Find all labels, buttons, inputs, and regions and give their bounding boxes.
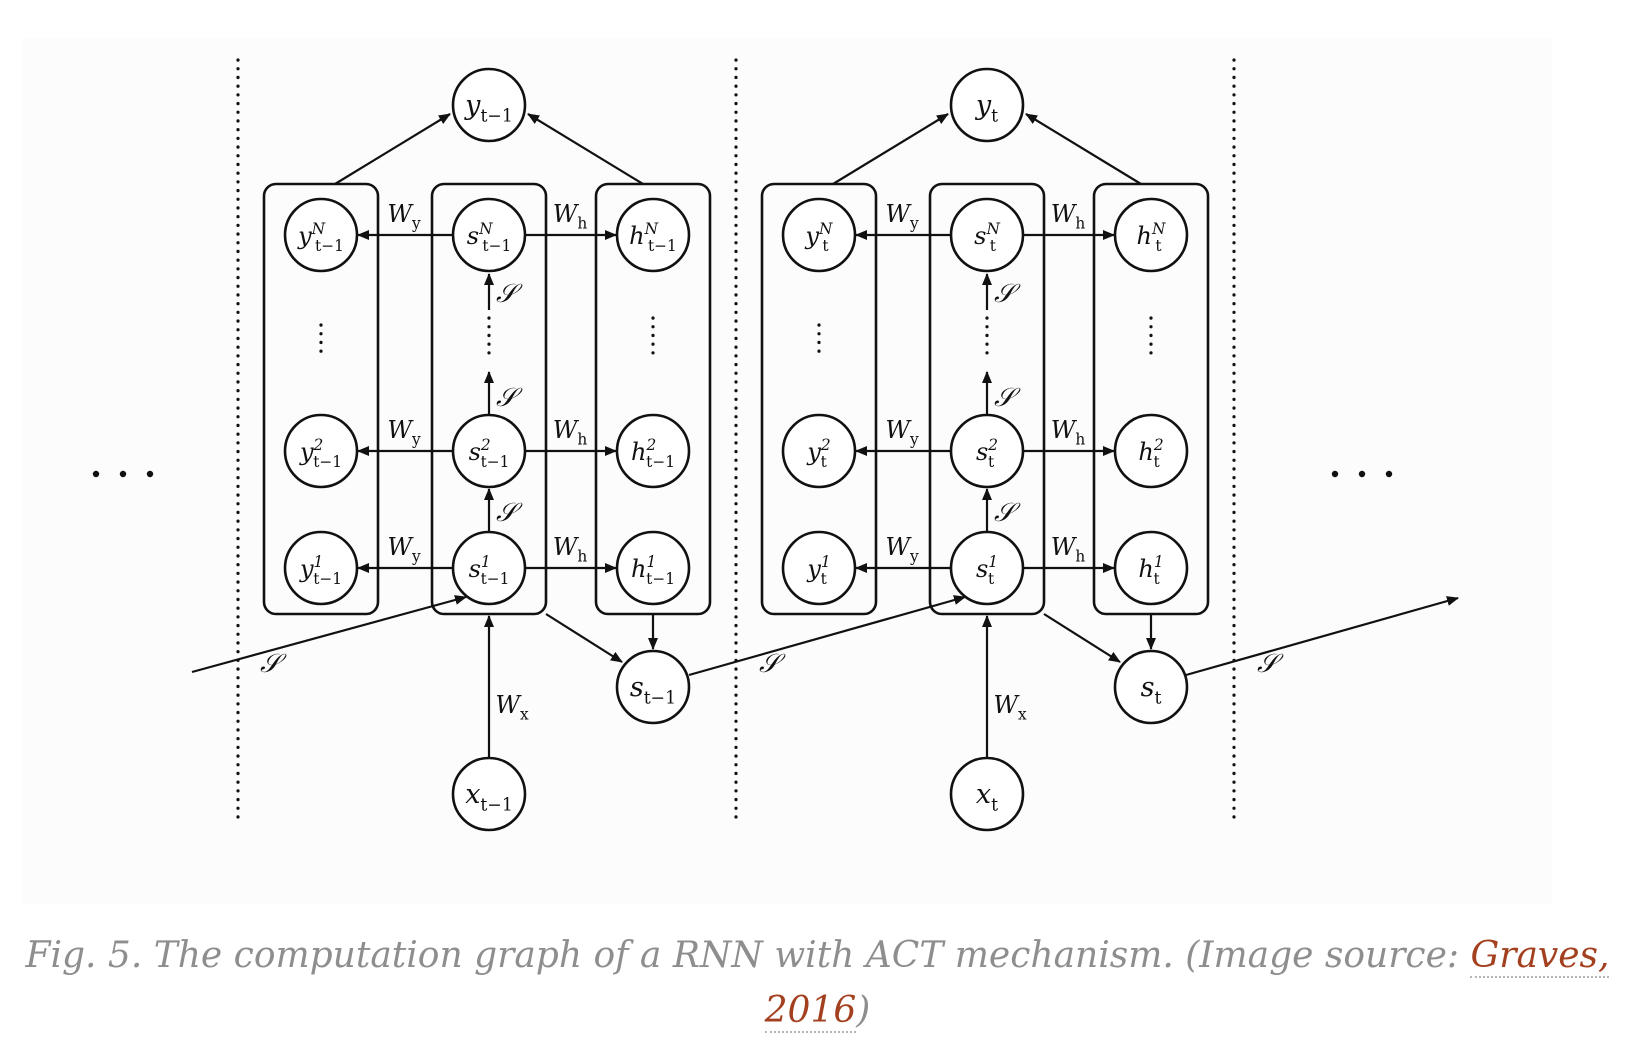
right-ellipsis-dot [1358, 470, 1366, 478]
step-1-h-node-2 [615, 413, 691, 489]
step-1-state-node [615, 649, 691, 725]
right-ellipsis-dot [1385, 470, 1393, 478]
step-1-edge-sbox-to-state [545, 613, 623, 663]
incoming-state-label: 𝒮 [260, 649, 287, 679]
step-2-s2-upward-transition-label: 𝒮 [994, 383, 1021, 413]
step-2-s-node-2 [949, 413, 1025, 489]
step-1-wy-label-3: Wy [387, 533, 421, 566]
step-1-s2-upward-transition-label: 𝒮 [496, 383, 523, 413]
step-2-wx-label: Wx [993, 691, 1027, 724]
step-2-output-node [949, 67, 1025, 143]
step-2-s-node-3 [949, 530, 1025, 606]
step-2-state-node-label: st [1141, 672, 1162, 709]
step-1-edge-ybox-to-output [334, 113, 451, 185]
step-1-h-column-box [594, 182, 712, 616]
edge-state-t-minus-1-to-next [688, 595, 966, 677]
step-1-s-column-box [430, 182, 548, 616]
step-2-wh-label-3: Wh [1051, 533, 1086, 566]
step-2-s-node-1 [949, 197, 1025, 273]
step-2-h-node-2 [1113, 413, 1189, 489]
step-1-input-node [451, 756, 527, 832]
step-1-input-node-label: xt−1 [465, 779, 513, 816]
edge-incoming-state [191, 595, 467, 674]
step-1-y-column-box [262, 182, 380, 616]
step-2-h-node-3 [1113, 530, 1189, 606]
caption-source-link[interactable]: Graves, 2016 [764, 935, 1610, 1033]
step-2-h-column-box [1092, 182, 1210, 616]
step-2-h-node-1 [1113, 197, 1189, 273]
state-transition-label-2: 𝒮 [1257, 649, 1284, 679]
step-2-input-node [949, 756, 1025, 832]
step-2-wh-label-2: Wh [1051, 416, 1086, 449]
state-transition-label-1: 𝒮 [759, 649, 786, 679]
step-2-y-column-box [760, 182, 878, 616]
left-ellipsis-dot [146, 470, 154, 478]
step-2-s1-s2-transition-label: 𝒮 [994, 498, 1021, 528]
step-1-wy-label-1: Wy [387, 200, 421, 233]
step-2-wh-label-1: Wh [1051, 200, 1086, 233]
left-ellipsis-dot [119, 470, 127, 478]
step-1-wh-label-3: Wh [553, 533, 588, 566]
step-1-y-node-2 [283, 413, 359, 489]
step-2-edge-sbox-to-state [1043, 613, 1121, 663]
step-1-edge-hbox-to-output [527, 113, 644, 185]
step-2-input-node-label: xt [976, 779, 998, 816]
step-1-state-node-label: st−1 [630, 672, 676, 709]
step-2-output-node-label: yt [975, 90, 998, 127]
step-1-s1-s2-transition-label: 𝒮 [496, 498, 523, 528]
caption-text: Fig. 5. The computation graph of a RNN w… [25, 935, 1471, 976]
figure-caption: Fig. 5. The computation graph of a RNN w… [0, 928, 1635, 1038]
step-2-edge-hbox-to-output [1025, 113, 1142, 185]
step-1-y-node-3 [283, 530, 359, 606]
step-2-y-node-2 [781, 413, 857, 489]
step-1-s-node-3 [451, 530, 527, 606]
right-ellipsis-dot [1331, 470, 1339, 478]
step-1-wx-label: Wx [495, 691, 529, 724]
caption-close-paren: ) [856, 990, 871, 1031]
step-1-output-node-label: yt−1 [464, 90, 513, 127]
step-2-wy-label-2: Wy [885, 416, 919, 449]
step-1-y-node-1 [283, 197, 359, 273]
step-2-state-node [1113, 649, 1189, 725]
left-ellipsis-dot [92, 470, 100, 478]
step-2-edge-ybox-to-output [832, 113, 949, 185]
step-1-sN-transition-label: 𝒮 [496, 279, 523, 309]
step-1-s-node-1 [451, 197, 527, 273]
step-1-h-node-3 [615, 530, 691, 606]
step-1-wh-label-2: Wh [553, 416, 588, 449]
step-2-s-column-box [928, 182, 1046, 616]
step-2-y-node-1 [781, 197, 857, 273]
step-1-s-node-2 [451, 413, 527, 489]
step-2-wy-label-3: Wy [885, 533, 919, 566]
step-1-output-node [451, 67, 527, 143]
step-2-sN-transition-label: 𝒮 [994, 279, 1021, 309]
step-1-wh-label-1: Wh [553, 200, 588, 233]
step-1-h-node-1 [615, 197, 691, 273]
step-1-wy-label-2: Wy [387, 416, 421, 449]
step-2-wy-label-1: Wy [885, 200, 919, 233]
edge-state-t-outgoing [1185, 596, 1459, 677]
step-2-y-node-3 [781, 530, 857, 606]
